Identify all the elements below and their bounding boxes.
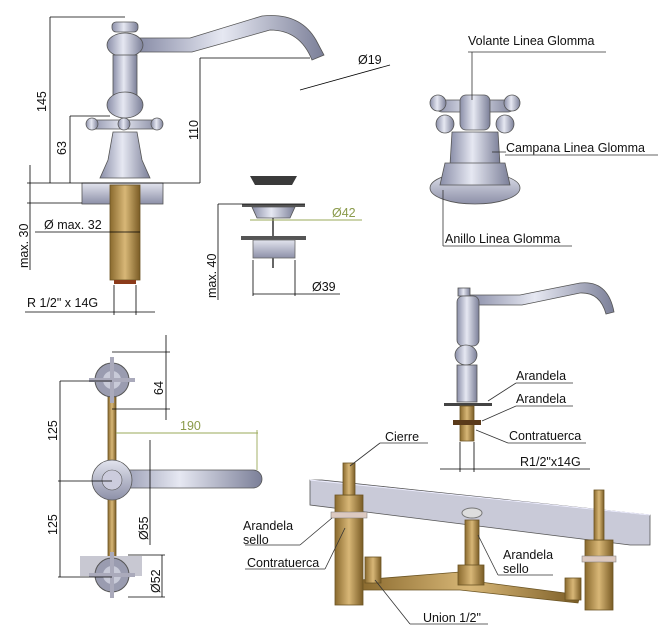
dim-spout-diameter: Ø19: [358, 53, 382, 67]
dim-drain-top-diameter: Ø42: [332, 206, 356, 220]
spout-plan: [111, 469, 263, 489]
label-washer-2: Arandela: [516, 392, 566, 406]
handle-knob: [117, 117, 131, 131]
bell: [99, 131, 151, 179]
handle-knob: [85, 117, 99, 131]
body-upper: [106, 32, 144, 58]
label-bell: Campana Linea Glomma: [506, 141, 645, 155]
body-neck: [112, 54, 138, 96]
right-valve-body: [584, 539, 614, 611]
union-nut: [364, 556, 382, 584]
label-ring: Anillo Linea Glomma: [445, 232, 560, 246]
dim-spacing-top: 125: [46, 420, 60, 441]
shank-end: [114, 280, 136, 284]
dim-max-hole: Ø max. 32: [44, 218, 102, 232]
drain-plug: Ø42 max. 40 Ø39: [205, 176, 362, 300]
dim-spout-rosette: Ø55: [137, 516, 151, 540]
label-seal-washer-right: Arandela: [503, 548, 553, 562]
label-seal-washer-left-line2: sello: [243, 533, 269, 547]
label-handle: Volante Linea Glomma: [468, 34, 595, 48]
dim-spacing-bottom: 125: [46, 514, 60, 535]
handle-plan-bottom: [89, 552, 135, 598]
dim-handle-height: 63: [55, 141, 69, 155]
dim-spout-reach: 190: [180, 419, 201, 433]
label-valve: Cierre: [385, 430, 419, 444]
spout: [139, 15, 325, 61]
label-locknut: Contratuerca: [509, 429, 581, 443]
label-union: Union 1/2": [423, 611, 481, 625]
handle-knob: [150, 117, 164, 131]
plan-view: 64 125 190 125 Ø55 Ø52: [46, 335, 263, 598]
spout-detail: Arandela Arandela Contratuerca R1/2"x14G: [440, 282, 615, 472]
dim-drain-bottom-diameter: Ø39: [312, 280, 336, 294]
top-cap: [111, 21, 139, 33]
brass-shank: [109, 184, 141, 281]
rough-in-assembly: Cierre Arandela sello Contratuerca Arand…: [243, 430, 651, 625]
handle-detail: Volante Linea Glomma Campana Linea Glomm…: [429, 34, 658, 247]
dim-spout-height: 110: [187, 120, 201, 140]
body-bulb: [106, 91, 144, 119]
label-locknut-assembly: Contratuerca: [247, 556, 319, 570]
label-washer-1: Arandela: [516, 369, 566, 383]
handle-plan-top: [89, 357, 135, 403]
dim-handle-rosette: Ø52: [149, 569, 163, 593]
valve-stem: [342, 462, 356, 496]
dim-max-deck: max. 30: [17, 223, 31, 268]
dim-thread: R 1/2" x 14G: [27, 296, 98, 310]
dim-handle-offset: 64: [152, 381, 166, 395]
faucet-side-view: [81, 15, 325, 284]
label-thread: R1/2"x14G: [520, 455, 581, 469]
left-valve-body: [334, 494, 364, 606]
side-view-dimensions: 145 63 110 Ø19 max. 30 Ø max. 32 R 1/2" …: [17, 16, 391, 315]
dim-drain-max-height: max. 40: [205, 253, 219, 298]
label-seal-washer-left: Arandela: [243, 519, 293, 533]
label-seal-washer-right-line2: sello: [503, 562, 529, 576]
drain-cap: [250, 176, 297, 185]
dim-total-height: 145: [35, 91, 49, 112]
